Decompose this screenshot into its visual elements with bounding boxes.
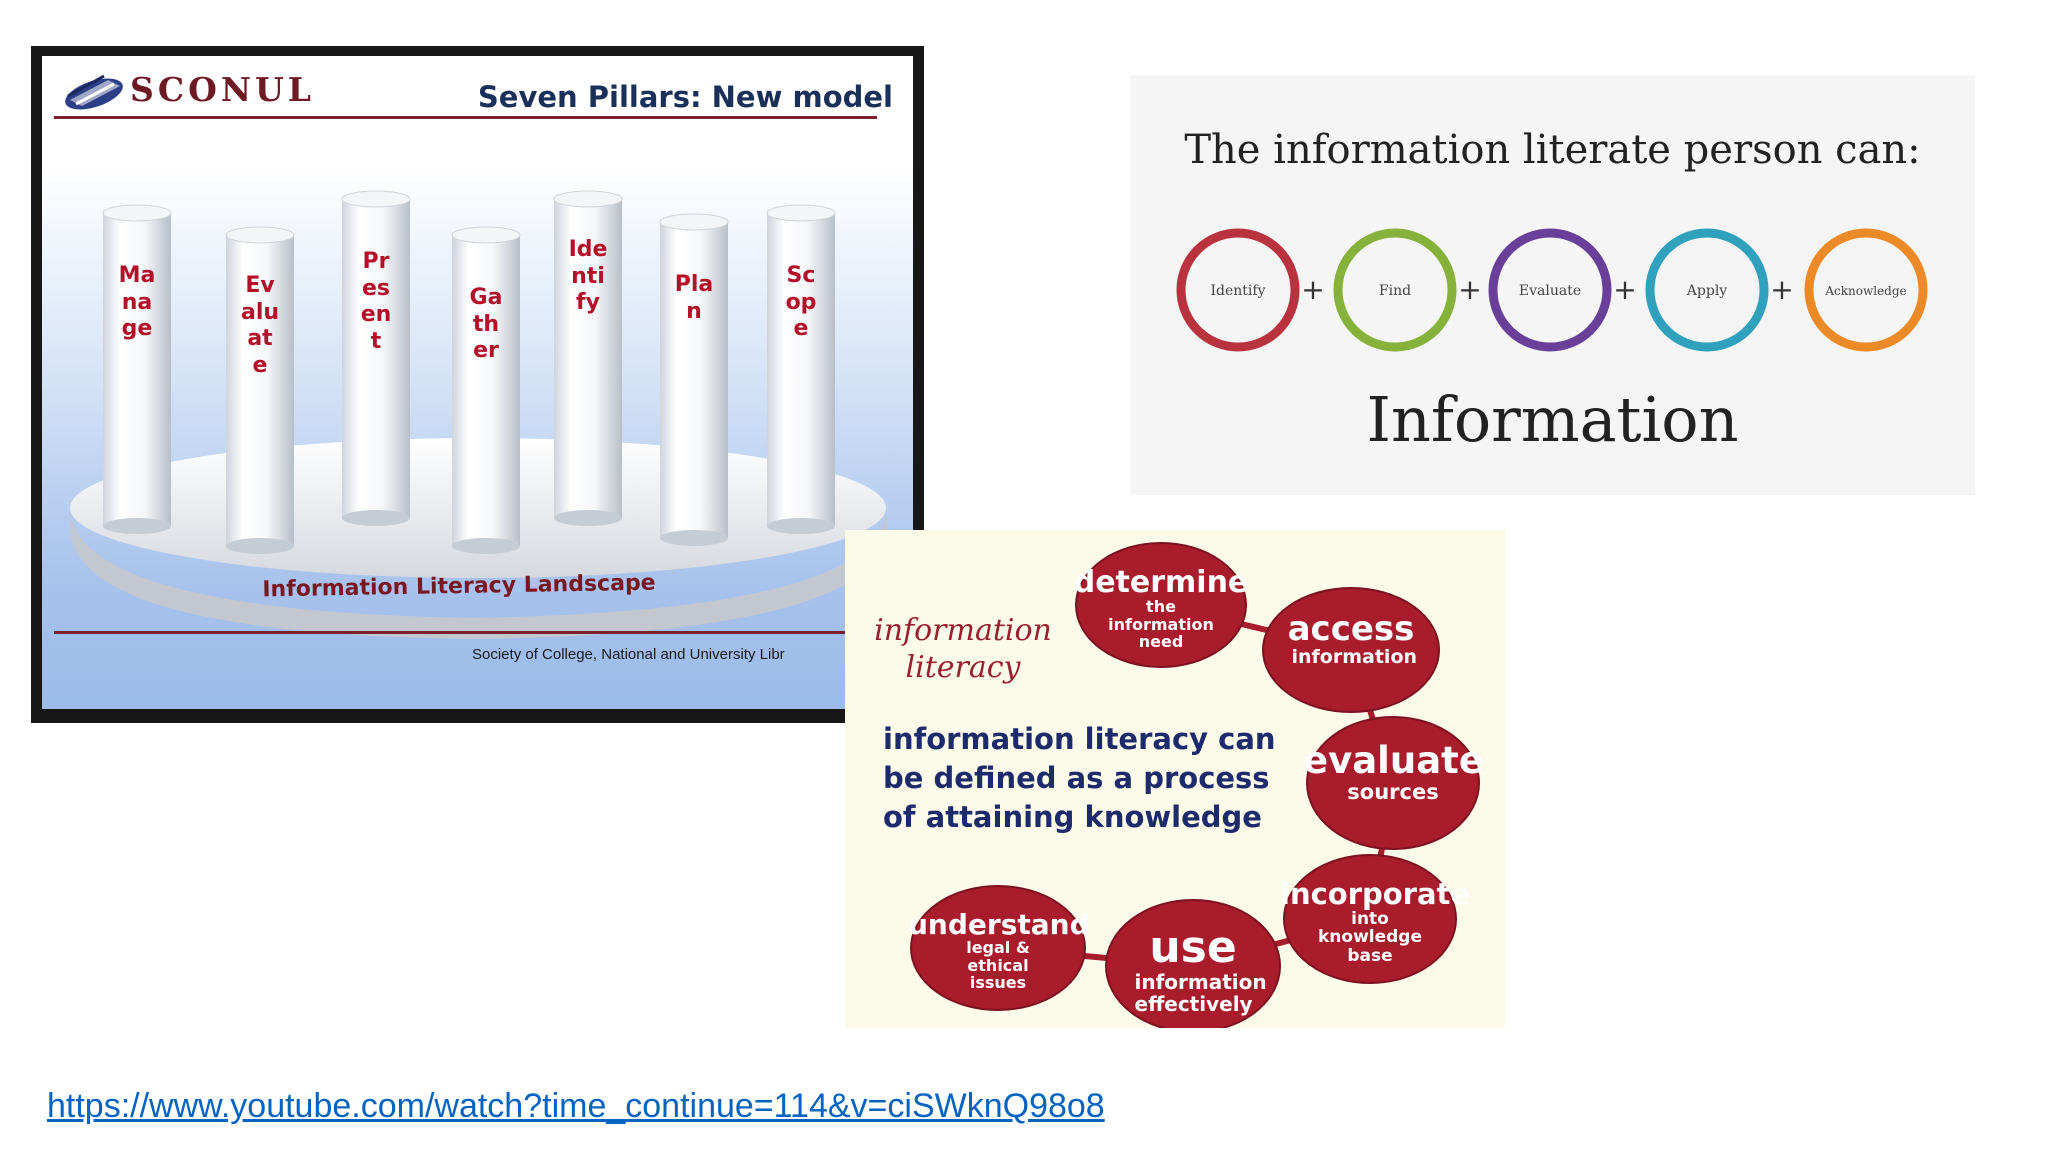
pillar-label-manage: Manage — [118, 263, 156, 341]
ring-acknowledge — [1804, 228, 1928, 352]
bubble-use — [1105, 899, 1281, 1028]
bubble-sub-evaluate: sources — [1347, 779, 1439, 804]
ring-identify — [1176, 228, 1300, 352]
sconul-seven-pillars-image: SCONUL Seven Pillars: New model — [31, 46, 924, 723]
pillar-plan — [659, 213, 729, 546]
plus-operator: + — [1301, 273, 1324, 306]
cycle-diagram — [910, 542, 1480, 1028]
pillar-gather — [451, 226, 521, 554]
plus-operator: + — [1613, 273, 1636, 306]
ring-label-identify: Identify — [1211, 283, 1266, 299]
literate-steps-diagram: Identify + Find + Evaluate + Apply + Acknowledge — [1176, 228, 1928, 352]
pillar-label-identify: Identify — [568, 237, 608, 315]
pillar-label-evaluate: Evaluate — [240, 273, 280, 378]
pillar-label-plan: Plan — [674, 272, 714, 324]
plus-operator: + — [1458, 273, 1481, 306]
ring-label-evaluate: Evaluate — [1519, 283, 1581, 299]
sconul-logo-icon — [65, 74, 123, 110]
bubble-main-use: use — [1149, 922, 1237, 974]
literate-heading: The information literate person can: — [1184, 127, 1921, 173]
bubble-determine — [1075, 542, 1247, 668]
pillars-diagram — [70, 190, 887, 639]
pillar-present — [341, 190, 411, 526]
bubble-incorporate — [1283, 854, 1457, 984]
ring-evaluate — [1488, 228, 1612, 352]
ring-find — [1333, 228, 1457, 352]
plus-operator: + — [1770, 273, 1793, 306]
bubble-main-determine: determine — [1073, 564, 1249, 600]
pillar-label-present: Present — [360, 249, 392, 354]
footer-rule — [54, 631, 877, 634]
information-literate-person-image: The information literate person can: Ide… — [1130, 75, 1975, 495]
slide-title: Seven Pillars: New model — [477, 80, 893, 114]
ring-apply — [1645, 228, 1769, 352]
ring-label-apply: Apply — [1686, 283, 1728, 299]
bubble-sub-understand: legal & ethical issues — [966, 937, 1030, 993]
bubble-sub-access: information — [1291, 646, 1418, 669]
pillar-evaluate — [225, 226, 295, 554]
sconul-footer: Society of College, National and Univers… — [472, 646, 785, 663]
bubble-main-understand: understand — [908, 907, 1090, 941]
literate-footer: Information — [1366, 383, 1739, 456]
pillar-label-scope: Scope — [785, 263, 817, 341]
bubble-evaluate — [1306, 716, 1480, 850]
ring-label-acknowledge: Acknowledge — [1824, 284, 1906, 298]
bubble-sub-determine: the information need — [1108, 597, 1214, 652]
ring-label-find: Find — [1379, 283, 1411, 299]
bubble-main-access: access — [1287, 608, 1415, 649]
bubble-main-incorporate: incorporate — [1280, 877, 1471, 912]
bubble-main-evaluate: evaluate — [1303, 739, 1484, 783]
bubble-sub-use: information effectively — [1134, 970, 1267, 1017]
title-rule — [54, 116, 877, 119]
cycle-definition: information literacy can be defined as a… — [883, 722, 1276, 834]
sconul-logo-text: SCONUL — [130, 70, 315, 109]
pillar-identify — [553, 190, 623, 526]
bubble-access — [1262, 587, 1440, 713]
bubble-understand — [910, 885, 1086, 1011]
pillar-manage — [102, 204, 172, 534]
cycle-script-title: information literacy — [874, 613, 1052, 685]
pillar-label-gather: Gather — [469, 285, 503, 363]
sconul-slide: SCONUL Seven Pillars: New model — [42, 56, 913, 709]
pillar-scope — [766, 204, 836, 534]
bubble-sub-incorporate: into knowledge base — [1317, 908, 1423, 967]
youtube-video-link[interactable]: https://www.youtube.com/watch?time_conti… — [47, 1087, 1105, 1125]
